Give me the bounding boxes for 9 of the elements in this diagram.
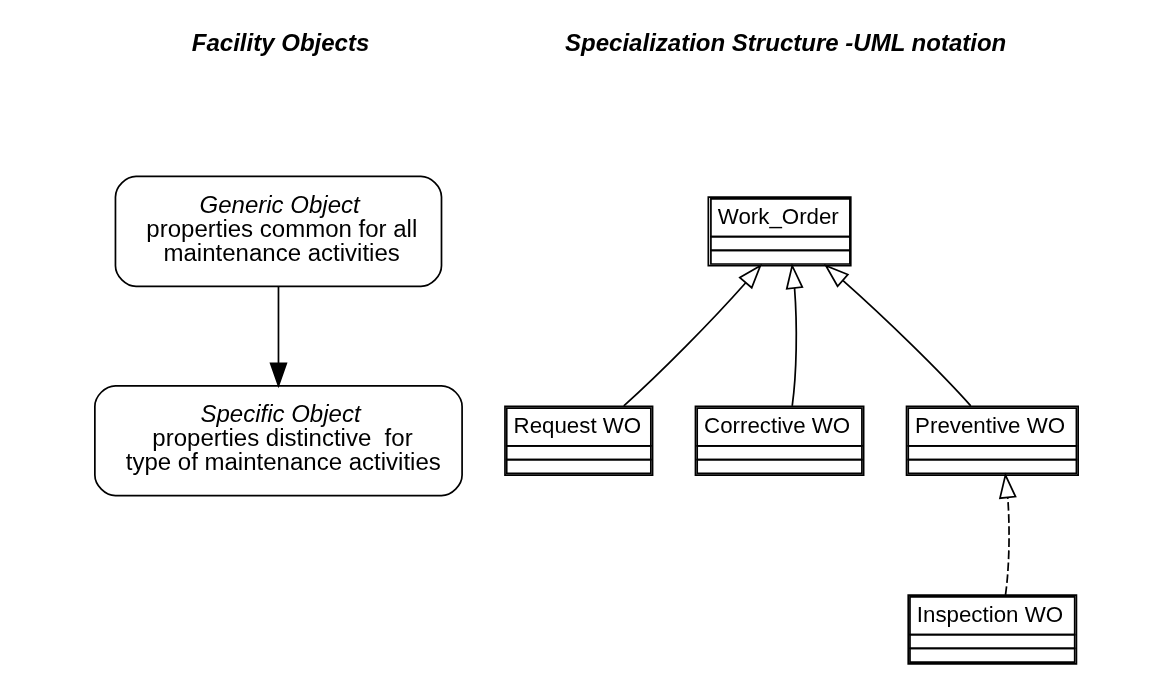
arrow: [998, 472, 1017, 596]
arrow: [785, 263, 804, 407]
arrow: [622, 263, 763, 407]
node-box: Specific Object properties distinctive for type of maintenance activities: [94, 384, 463, 497]
label: Facility Objects: [191, 28, 370, 56]
arrow: [823, 264, 972, 407]
node-box: Generic Object properties common for all maintenance activities: [114, 175, 443, 288]
arrow: [269, 285, 288, 389]
label: Specialization Structure -UML notation: [565, 28, 1007, 56]
